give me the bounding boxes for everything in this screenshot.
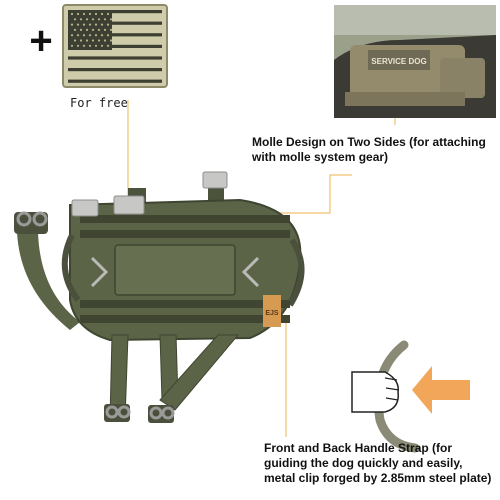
orange-arrow-icon (412, 366, 470, 414)
handle-caption: Front and Back Handle Strap (for guiding… (264, 441, 492, 485)
flag-star (70, 44, 74, 47)
flag-star (94, 12, 98, 16)
flag-star (88, 34, 92, 37)
flag-star (76, 44, 80, 47)
flag-star (97, 18, 101, 21)
for-free-label: For free (70, 96, 128, 110)
flag-star (100, 12, 104, 16)
flag-star (82, 34, 86, 37)
molle-caption: Molle Design on Two Sides (for attaching… (252, 135, 486, 164)
flag-star (100, 34, 104, 37)
flag-star (88, 23, 92, 26)
flag-star (73, 28, 77, 31)
flag-star (85, 28, 89, 31)
flag-star (103, 39, 107, 42)
flag-star (94, 44, 98, 47)
flag-star (85, 39, 89, 42)
flag-star (70, 34, 74, 37)
flag-star (91, 39, 95, 42)
flag-star (76, 23, 80, 26)
flag-star (103, 28, 107, 31)
flag-star (79, 28, 83, 31)
flag-star (79, 18, 83, 21)
flag-star (88, 12, 92, 16)
plus-sign: + (29, 19, 53, 63)
flag-star (76, 12, 80, 16)
flag-star (97, 28, 101, 31)
flag-patch (62, 4, 168, 88)
inset-photo: SERVICE DOG (334, 5, 496, 118)
flag-star (82, 44, 86, 47)
molle-row (80, 215, 290, 223)
flag-star (106, 23, 110, 26)
flag-star (73, 39, 77, 42)
flag-star (91, 18, 95, 21)
flag-star (109, 18, 113, 21)
flag-star (73, 18, 77, 21)
flag-star (94, 34, 98, 37)
flag-stripe (68, 68, 162, 72)
inset-patch-text: SERVICE DOG (371, 57, 426, 66)
flag-star (79, 39, 83, 42)
molle-row (80, 315, 290, 323)
brand-tag-text: EJS (265, 310, 279, 317)
flag-stripe (68, 21, 162, 25)
flag-star (109, 28, 113, 31)
flag-star (106, 44, 110, 47)
molle-row (80, 300, 290, 308)
harness: EJS (14, 171, 305, 423)
flag-star (97, 39, 101, 42)
flag-star (88, 44, 92, 47)
flag-star (85, 18, 89, 21)
flag-star (94, 23, 98, 26)
flag-star (70, 23, 74, 26)
flag-star (100, 23, 104, 26)
flag-star (82, 12, 86, 16)
molle-row (80, 230, 290, 238)
flag-star (109, 39, 113, 42)
flag-star (106, 34, 110, 37)
flag-stripe (68, 33, 162, 37)
flag-star (91, 28, 95, 31)
flag-stripe (68, 10, 162, 14)
flag-star (103, 18, 107, 21)
flag-star (76, 34, 80, 37)
hand-grip-illustration (351, 340, 420, 453)
flag-stripe (68, 79, 162, 83)
flag-stripe (68, 56, 162, 60)
flag-star (70, 12, 74, 16)
flag-star (100, 44, 104, 47)
flag-star (82, 23, 86, 26)
flag-star (106, 12, 110, 16)
flag-stripe (68, 44, 162, 48)
